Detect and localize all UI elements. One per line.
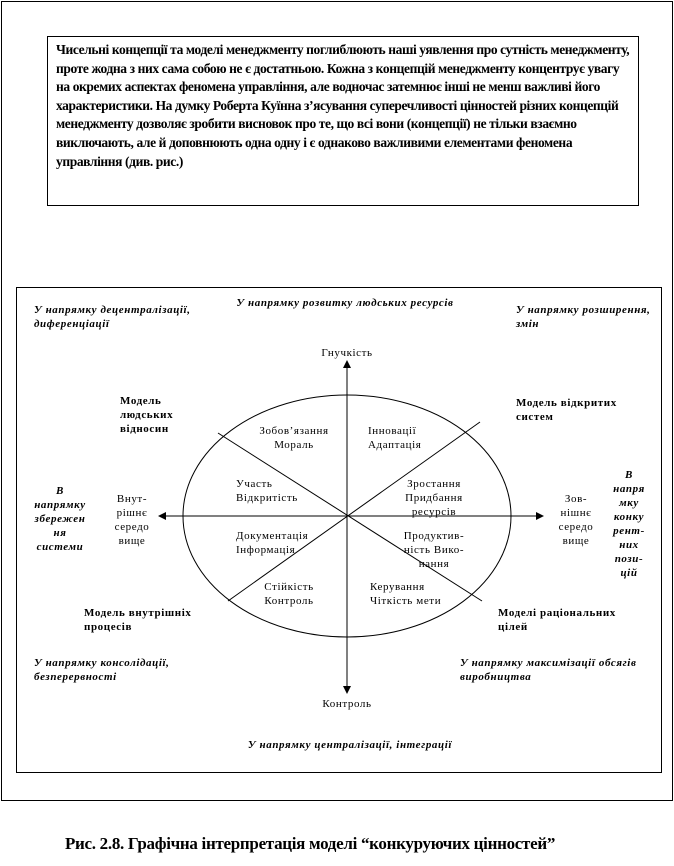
direction-right: В напря мку конку рент-них пози-цій [613,469,645,579]
axis-label-external: Зов-нішнє середо вище [558,493,594,547]
intro-text: Чисельні концепції та моделі менеджменту… [47,36,639,206]
sector-direction-goal-clarity: Керування Чіткість мети [370,581,442,607]
model-open-systems: Модель відкритих систем [516,397,617,423]
axis-label-internal: Внут-рішнє середо вище [114,493,150,547]
model-rational-goals: Моделі раціональних цілей [498,607,616,633]
direction-top-right: У напрямку розширення, змін [516,304,651,330]
model-human-relations: Модель людських відносин [120,395,174,435]
figure-caption: Рис. 2.8. Графічна інтерпретація моделі … [64,834,556,853]
sector-commitment-morale: Зобов’язання Мораль [259,425,329,451]
axis-label-flexibility: Гнучкість [321,347,373,359]
direction-top: У напрямку розвитку людських ресурсів [236,297,454,309]
diagram-frame [16,287,662,773]
direction-left: В напрямку збережен ня системи [34,485,86,553]
direction-bottom-left: У напрямку консолідації, безперервності [34,657,170,683]
sector-documentation-information: Документація Інформація [236,530,309,556]
page-frame [1,1,673,801]
sector-divider [227,421,481,602]
sector-productivity: Продуктив-ність Вико-нання [403,530,465,570]
model-internal-processes: Модель внутрішніх процесів [84,607,192,633]
axis-label-control: Контроль [322,698,372,710]
sector-divider [217,432,483,602]
direction-bottom-right: У напрямку максимізації обсягів виробниц… [460,657,637,683]
direction-bottom: У напрямку централізації, інтеграції [247,739,453,751]
sector-growth-resources: Зростання Придбання ресурсів [405,478,463,518]
sector-stability-control: Стійкість Контроль [264,581,314,607]
sector-innovation-adaptation: Інновації Адаптація [368,425,422,451]
direction-top-left: У напрямку децентралізації, диференціаці… [34,304,191,330]
sector-participation-openness: Участь Відкритість [236,478,298,504]
